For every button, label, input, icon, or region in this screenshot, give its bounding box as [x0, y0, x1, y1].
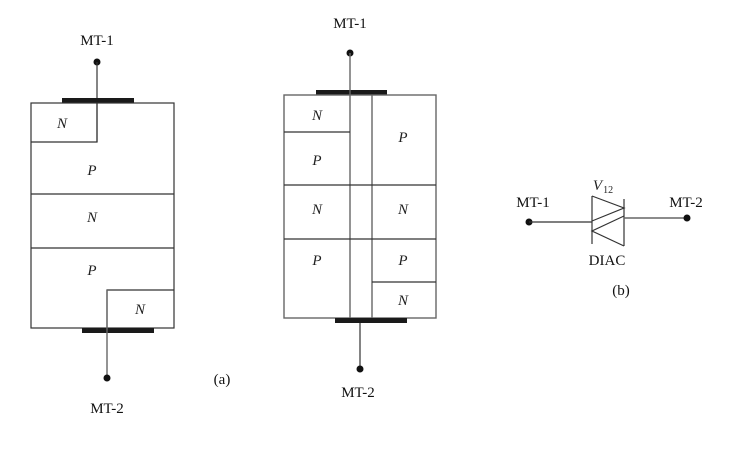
structure1-mt2-label: MT-2 [90, 401, 124, 417]
structure2-bottom-electrode [335, 318, 407, 323]
structure1-region-bottom-n: N [134, 302, 146, 318]
diac-forward-triangle [591, 195, 626, 222]
structure2-right-region-1: P [397, 130, 407, 146]
diac-voltage-label: V12 [593, 178, 613, 196]
structure2-right-region-3: P [397, 253, 407, 269]
structure1-bottom-electrode [82, 328, 154, 333]
structure2-mt1-label: MT-1 [333, 16, 367, 32]
diac-voltage-symbol: V [593, 178, 604, 194]
structure-2: MT-1 N P N P P N P N MT-2 [283, 16, 437, 401]
structure1-region-p2: P [86, 263, 96, 279]
structure2-left-region-3: N [311, 202, 323, 218]
structure1-top-n-boundary [31, 103, 98, 143]
diac-reverse-triangle [590, 215, 625, 247]
structure2-body [283, 94, 437, 319]
structure2-left-region-2: P [311, 153, 321, 169]
diac-mt2-terminal-dot [683, 214, 691, 222]
diac-mt1-label: MT-1 [516, 195, 550, 211]
structure1-mt2-terminal-dot [103, 374, 111, 382]
caption-b: (b) [612, 283, 630, 299]
structure1-top-electrode [62, 98, 134, 103]
structure1-body [30, 102, 175, 329]
structure1-region-p1: P [86, 163, 96, 179]
structure2-left-region-1: N [311, 108, 323, 124]
structure1-mt1-label: MT-1 [80, 33, 114, 49]
diac-symbol: MT-1 V12 MT-2 DIAC [516, 178, 703, 269]
diac-device-label: DIAC [589, 253, 626, 269]
structure-1: MT-1 N P N P N MT-2 [30, 33, 175, 417]
structure2-left-region-4: P [311, 253, 321, 269]
structure2-right-region-2: N [397, 202, 409, 218]
structure2-mt2-label: MT-2 [341, 385, 375, 401]
caption-a: (a) [214, 372, 231, 388]
structure2-mt2-terminal-dot [356, 365, 364, 373]
structure1-region-n: N [86, 210, 98, 226]
structure1-region-top-n: N [56, 116, 68, 132]
structure2-top-electrode [316, 90, 387, 95]
diac-mt2-label: MT-2 [669, 195, 703, 211]
diac-voltage-subscript: 12 [603, 185, 613, 196]
structure2-right-region-4: N [397, 293, 409, 309]
